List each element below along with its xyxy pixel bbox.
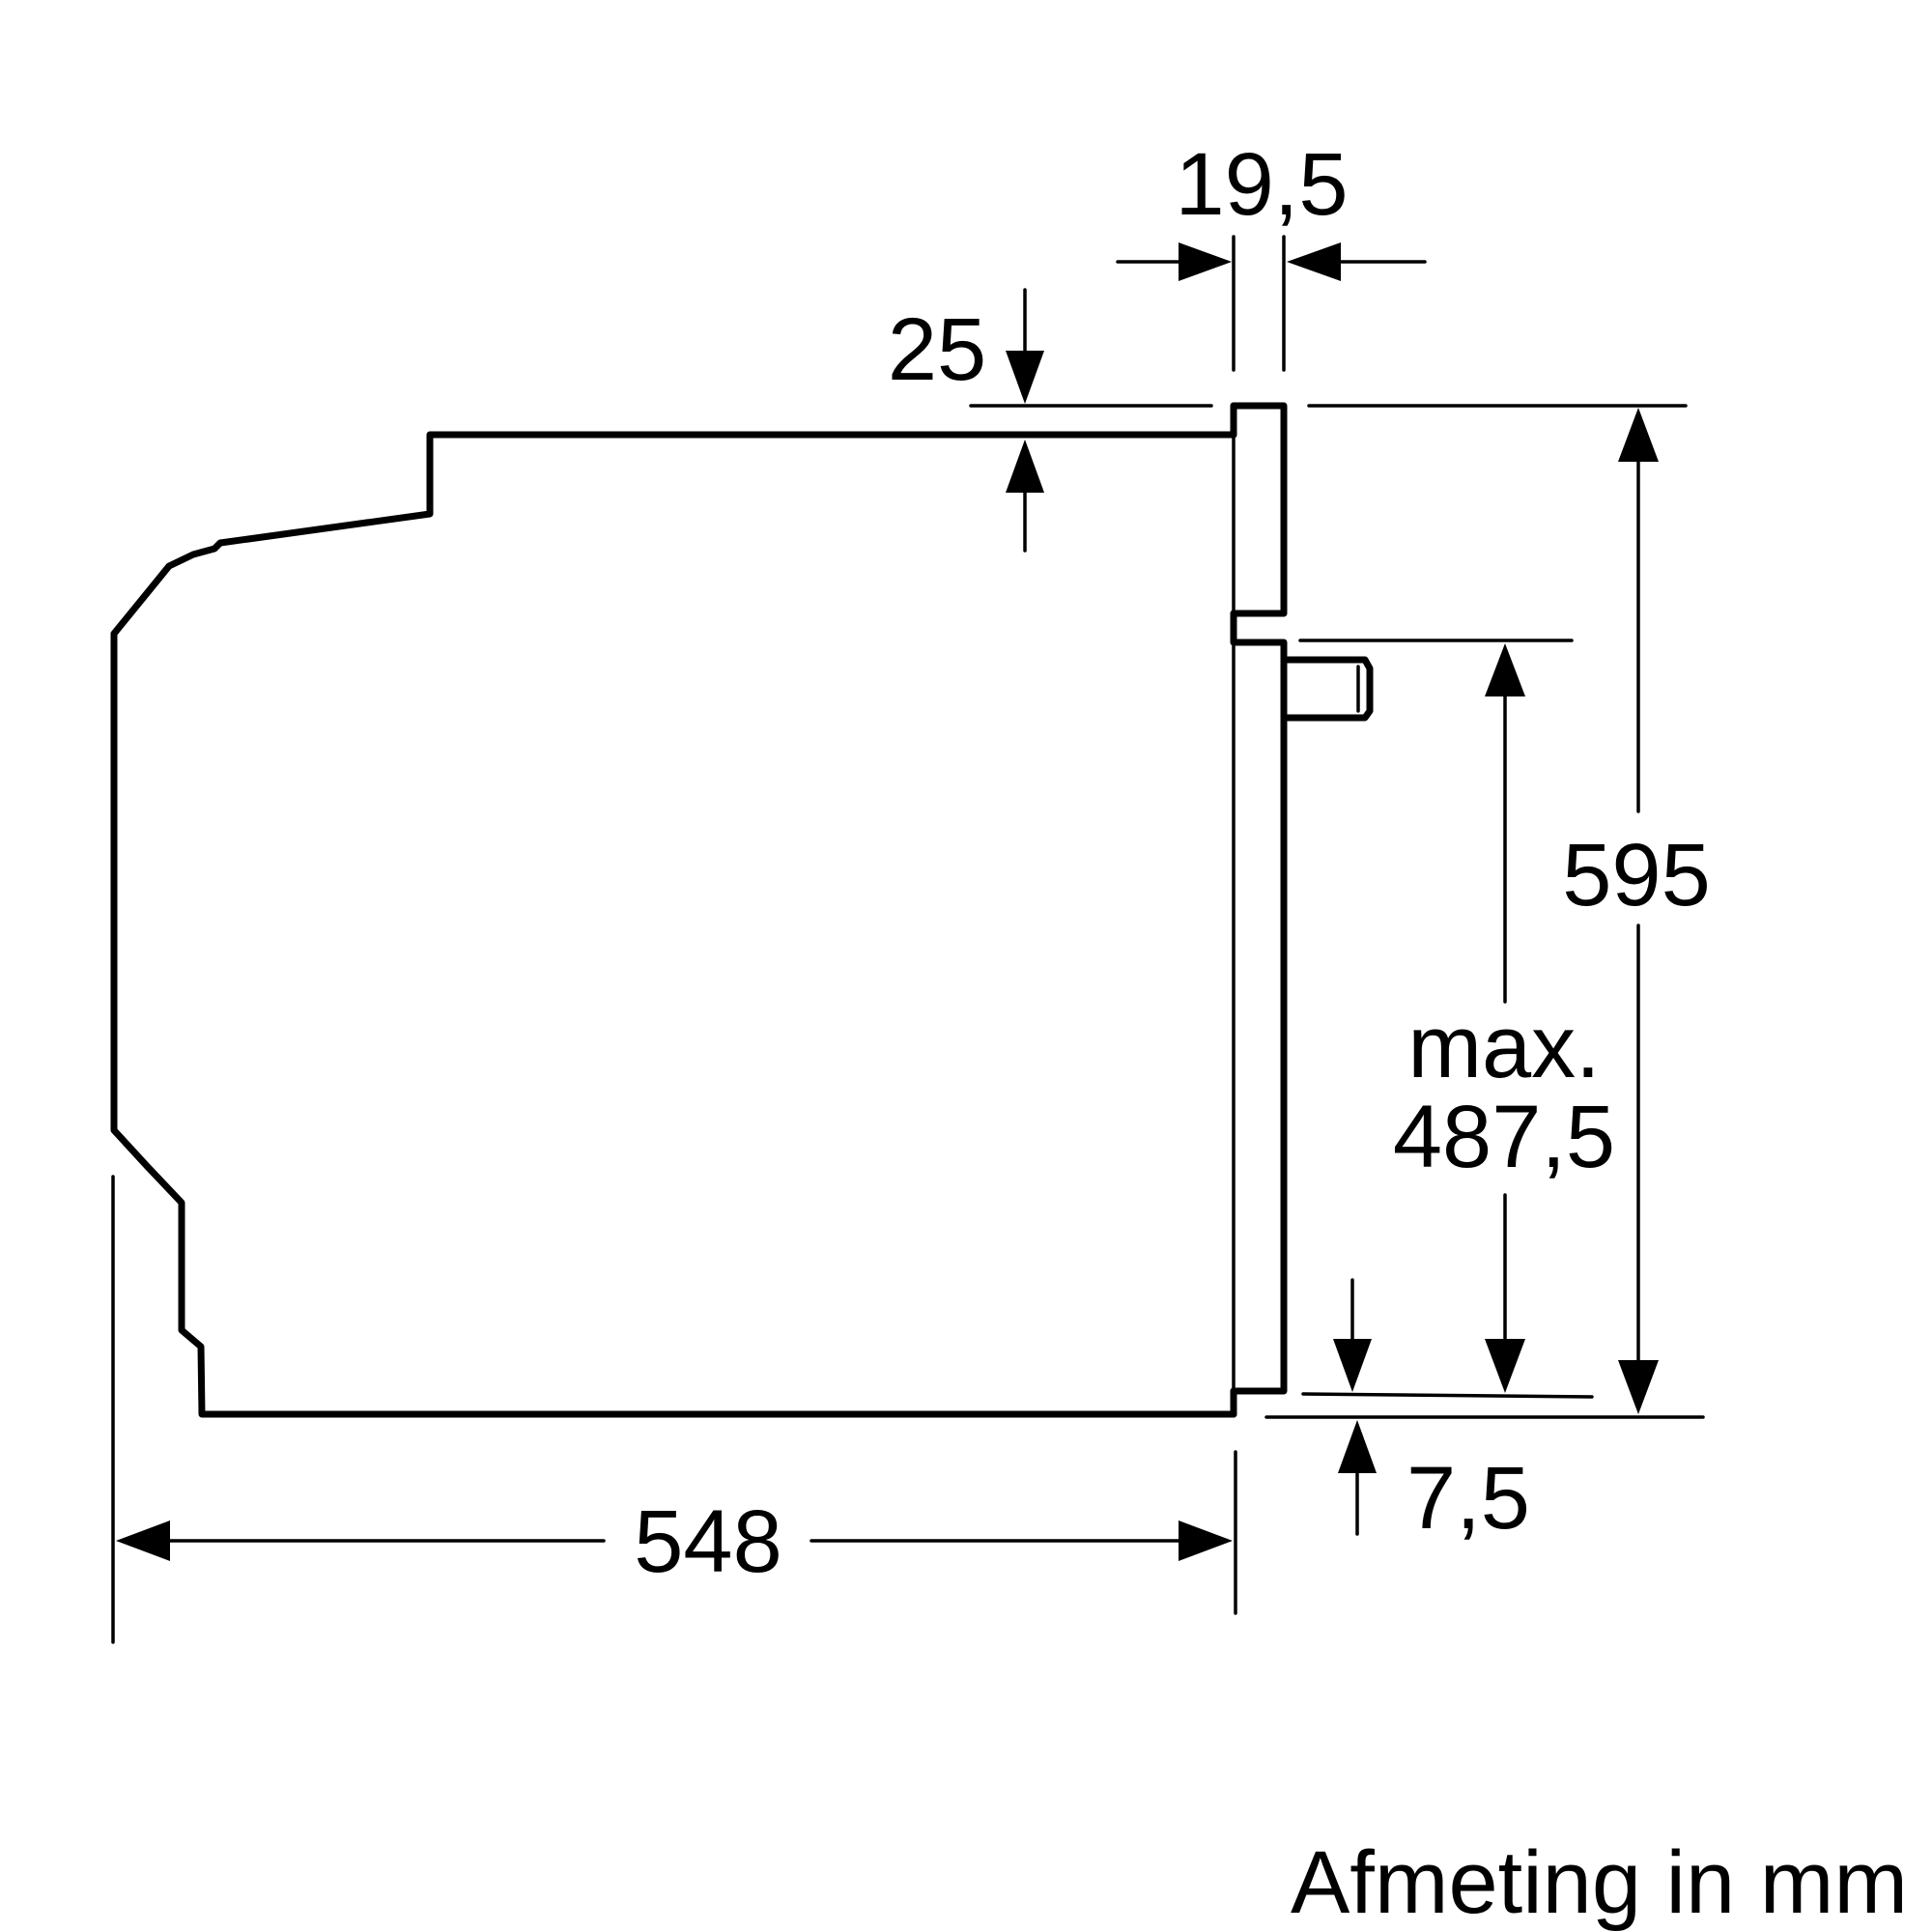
dimension-top-offset: 25	[888, 288, 1213, 553]
arrow-up-icon	[1006, 440, 1044, 493]
oven-body-outline	[110, 402, 1237, 1418]
dimension-bottom-offset: 7,5	[1333, 1278, 1530, 1548]
dimension-label-max-value: 487,5	[1393, 1088, 1615, 1186]
units-caption: Afmeting in mm	[1291, 1833, 1908, 1932]
arrow-up-icon	[1618, 408, 1659, 462]
dimension-label-height: 595	[1562, 826, 1711, 924]
arrow-right-icon	[1179, 242, 1232, 281]
arrow-down-icon	[1618, 1360, 1659, 1414]
dimension-depth: 548	[111, 1175, 1237, 1644]
arrow-down-icon	[1006, 351, 1044, 404]
oven-front-panel	[1230, 402, 1288, 1395]
dimension-label-top-offset: 25	[888, 300, 986, 399]
oven-handle	[1280, 656, 1374, 722]
arrow-right-icon	[1179, 1520, 1233, 1561]
arrow-down-icon	[1333, 1339, 1372, 1392]
arrow-left-icon	[116, 1520, 170, 1561]
arrow-left-icon	[1287, 242, 1341, 281]
dimension-label-front-thickness: 19,5	[1175, 135, 1348, 234]
arrow-down-icon	[1485, 1339, 1525, 1393]
dimension-label-depth: 548	[634, 1492, 782, 1591]
dimension-height: 595	[1264, 404, 1711, 1419]
dimension-label-max: max.	[1407, 998, 1600, 1096]
dimension-label-bottom-offset: 7,5	[1406, 1449, 1530, 1548]
dimension-max-handle-height: max. 487,5	[1298, 639, 1615, 1399]
dimension-front-thickness: 19,5	[1116, 135, 1427, 372]
arrow-up-icon	[1485, 643, 1525, 696]
arrow-up-icon	[1338, 1420, 1377, 1473]
